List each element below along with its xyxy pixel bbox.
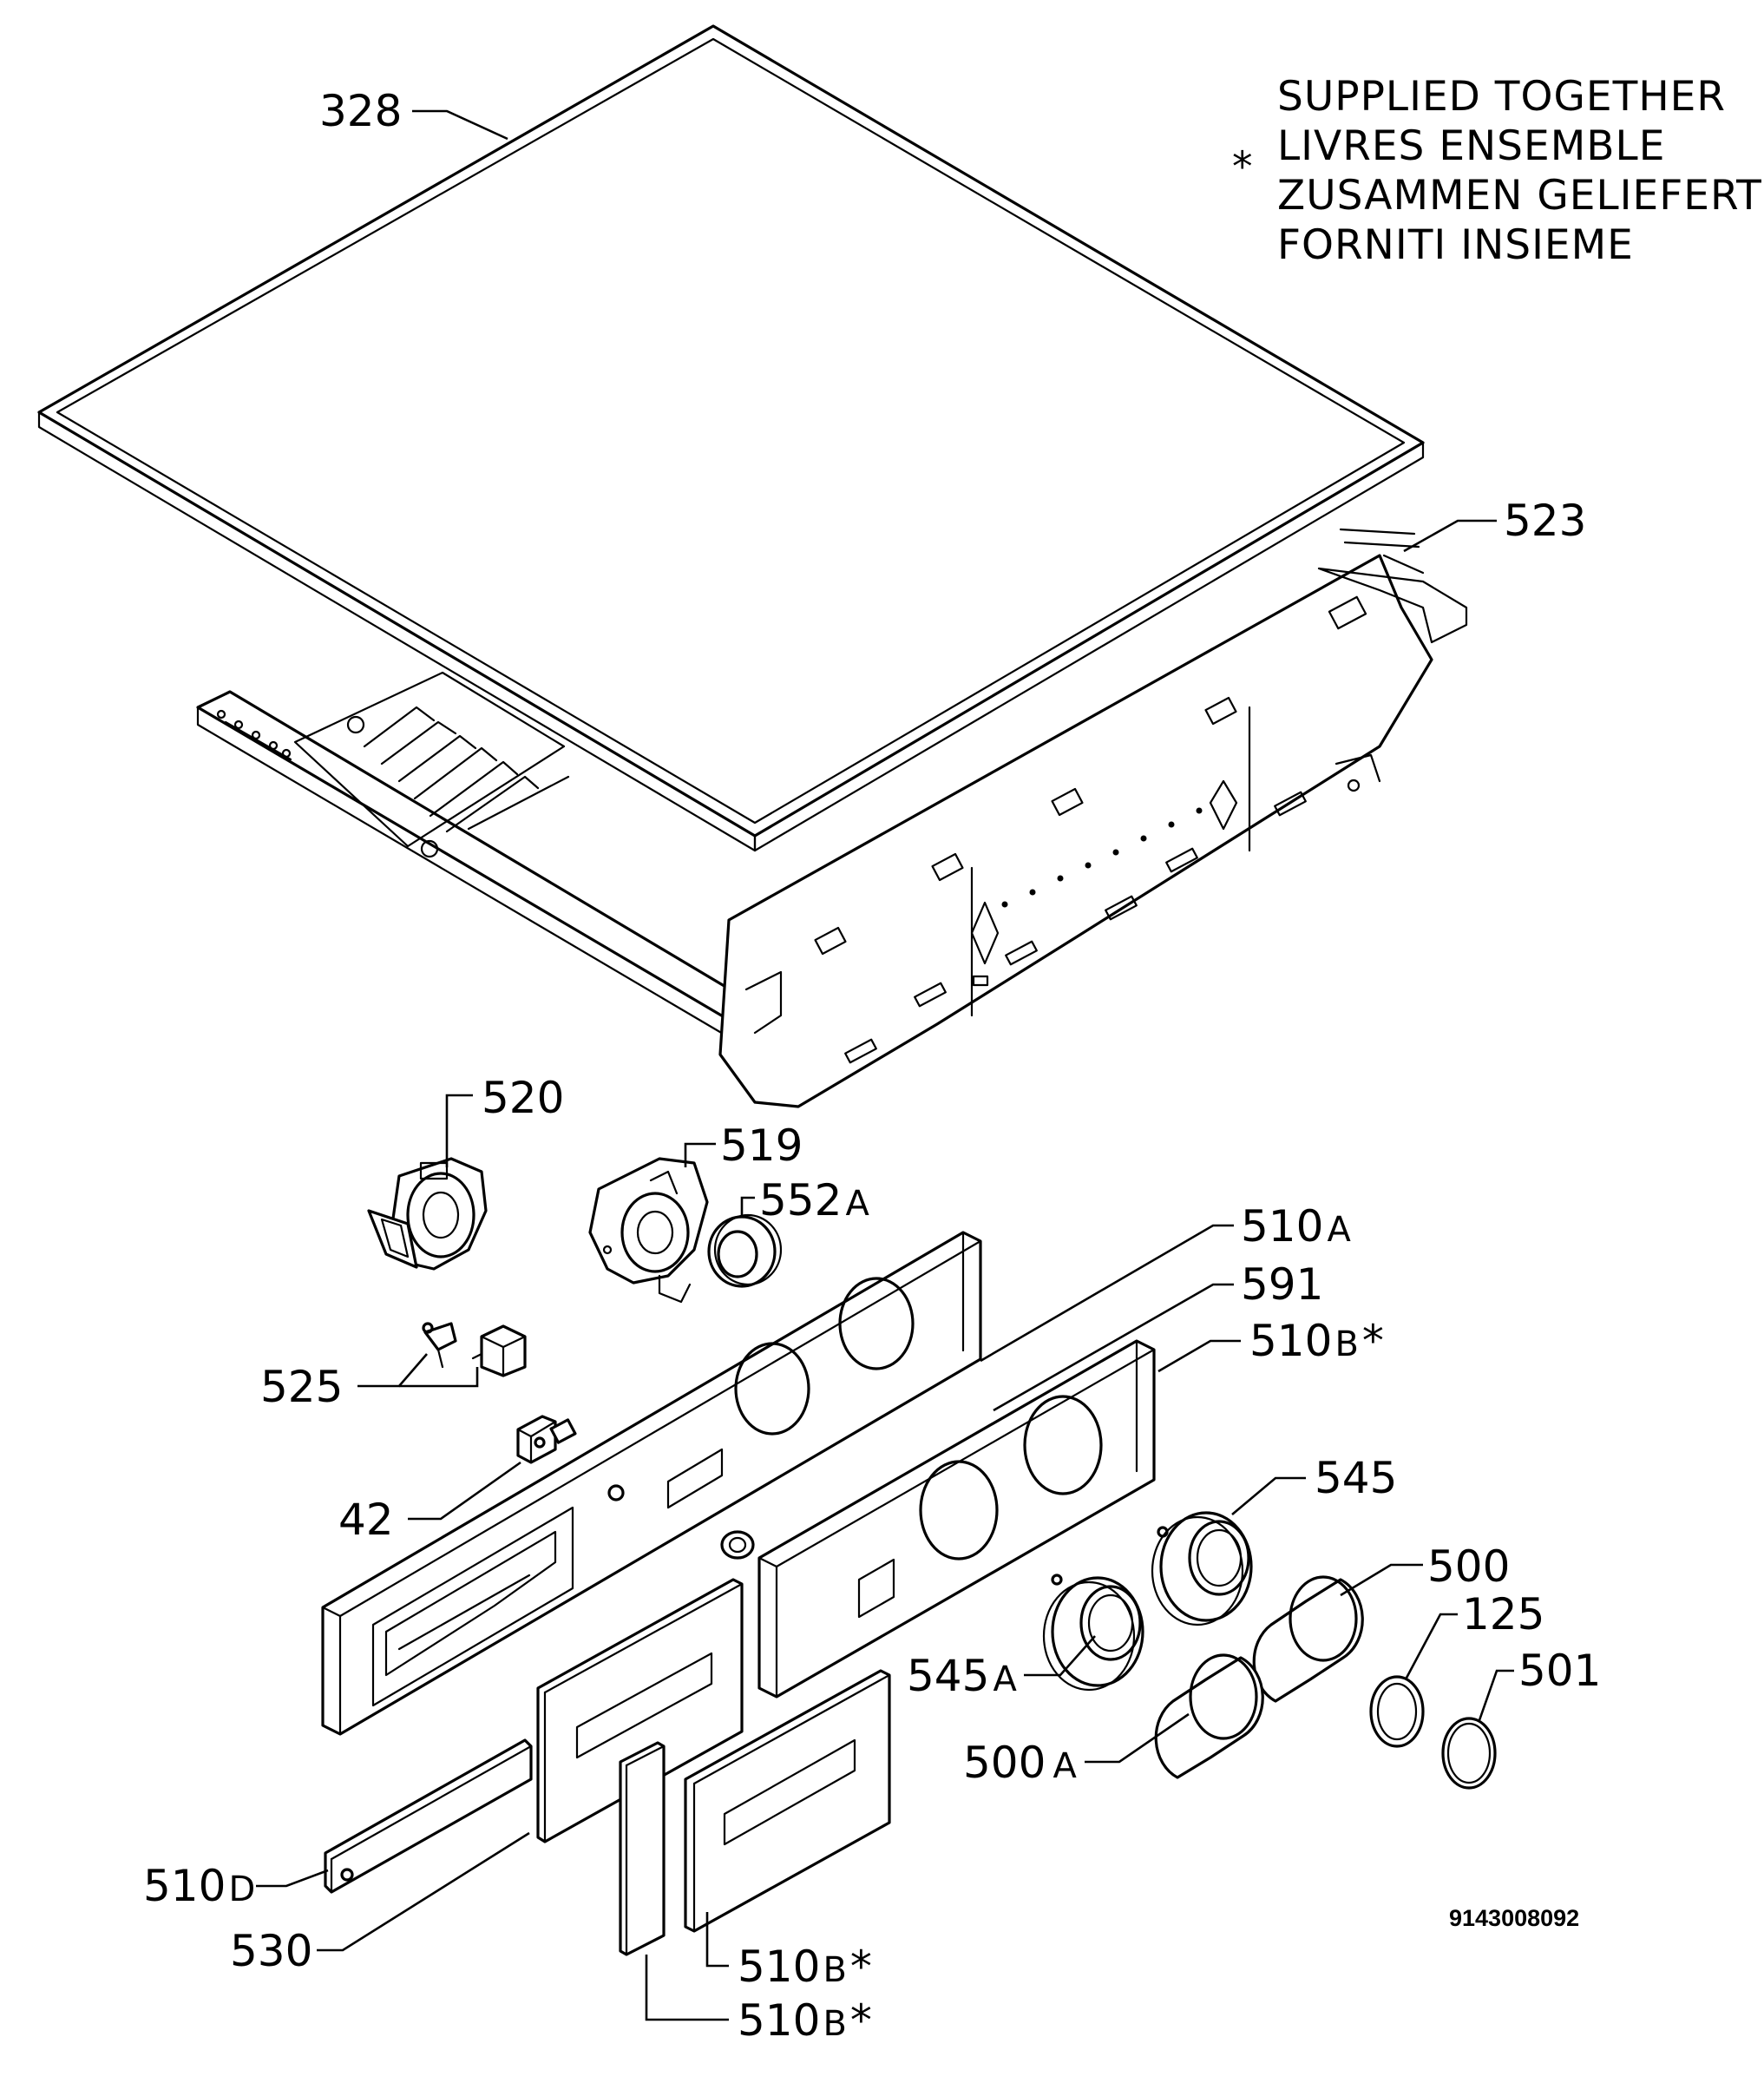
part-125-ring <box>1369 1675 1425 1748</box>
label-510d: 510D <box>143 1861 255 1911</box>
label-552a-suffix: A <box>845 1184 869 1224</box>
part-525-switch <box>422 1322 527 1377</box>
part-500a-knob <box>1154 1653 1264 1779</box>
part-552a-ring <box>707 1213 783 1288</box>
label-545a-suffix: A <box>993 1659 1017 1699</box>
label-510b-top-star: * <box>1362 1316 1384 1366</box>
label-510b-low-suffix: B <box>823 2004 846 2044</box>
part-591-inner-panel <box>757 1339 1156 1699</box>
label-510a-suffix: A <box>1327 1210 1351 1250</box>
label-510b-low: 510B* <box>738 1995 872 2046</box>
label-510b-low-star: * <box>850 1995 872 2046</box>
label-42: 42 <box>338 1495 394 1545</box>
part-510b-small-strip <box>619 1741 666 1956</box>
label-125: 125 <box>1462 1589 1544 1639</box>
label-510b-mid: 510B* <box>738 1942 872 1992</box>
part-519-selector <box>588 1157 709 1304</box>
label-510b-low-number: 510 <box>738 1995 820 2046</box>
label-500a-suffix: A <box>1052 1746 1077 1786</box>
label-510b-top-suffix: B <box>1334 1324 1358 1364</box>
part-510b-lower-panel <box>684 1669 891 1933</box>
label-525: 525 <box>260 1362 343 1412</box>
label-519: 519 <box>720 1120 803 1171</box>
label-510d-suffix: D <box>228 1869 255 1909</box>
legend-line-en: SUPPLIED TOGETHER <box>1277 73 1726 121</box>
part-545-bezel <box>1151 1511 1253 1626</box>
label-510b-top-number: 510 <box>1249 1316 1332 1366</box>
part-42-indicator-lamp <box>516 1415 577 1464</box>
label-510b-top: 510B* <box>1249 1316 1384 1366</box>
drawing-number: 9143008092 <box>1449 1905 1579 1931</box>
legend: * SUPPLIED TOGETHER LIVRES ENSEMBLE ZUSA… <box>1232 73 1762 269</box>
label-510a-number: 510 <box>1241 1201 1323 1252</box>
part-510d-strip <box>324 1738 533 1894</box>
label-510b-mid-number: 510 <box>738 1942 820 1992</box>
label-530: 530 <box>230 1926 312 1976</box>
label-501: 501 <box>1518 1646 1601 1696</box>
label-500: 500 <box>1427 1541 1510 1592</box>
label-552a-number: 552 <box>759 1175 842 1225</box>
label-510b-mid-star: * <box>850 1942 872 1992</box>
label-520: 520 <box>482 1073 564 1123</box>
leader-lines <box>256 109 1514 2021</box>
legend-line-de: ZUSAMMEN GELIEFERT <box>1277 172 1762 220</box>
part-328-worktop <box>37 24 1425 852</box>
label-328: 328 <box>319 86 402 136</box>
label-545: 545 <box>1315 1453 1397 1503</box>
part-545a-bezel <box>1042 1574 1144 1692</box>
label-545a-number: 545 <box>907 1651 989 1701</box>
legend-line-fr: LIVRES ENSEMBLE <box>1277 122 1665 170</box>
part-510a-fascia-panel <box>321 1231 982 1736</box>
part-501-cap <box>1441 1717 1497 1790</box>
part-520-selector-switch <box>367 1157 488 1271</box>
label-510d-number: 510 <box>143 1861 226 1911</box>
label-591: 591 <box>1241 1259 1323 1310</box>
label-510b-mid-suffix: B <box>823 1950 846 1990</box>
part-523-panel-frame <box>196 528 1468 1108</box>
label-500a-number: 500 <box>963 1738 1046 1788</box>
label-523: 523 <box>1504 496 1586 546</box>
legend-asterisk: * <box>1232 143 1254 191</box>
part-500-knob <box>1252 1575 1364 1703</box>
legend-line-it: FORNITI INSIEME <box>1277 221 1634 269</box>
part-530-trim-frame <box>536 1578 744 1843</box>
